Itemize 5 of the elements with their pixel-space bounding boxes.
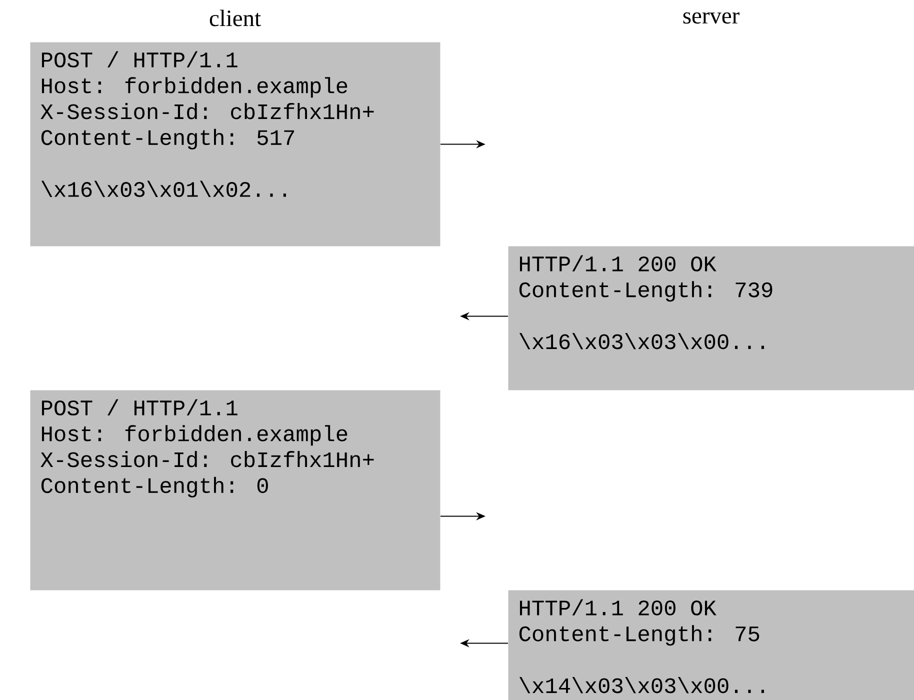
message-box: HTTP/1.1 200 OK Content-Length: 75 \x14\x03\x03\x00... [508, 590, 914, 700]
message-box: POST / HTTP/1.1 Host: forbidden.example X-Session-Id: cbIzfhx1Hn+ Content-Length: 0 [30, 390, 440, 590]
column-heading: server [683, 12, 740, 24]
message-box: POST / HTTP/1.1 Host: forbidden.example X-Session-Id: cbIzfhx1Hn+ Content-Length: 517 \x16\x03\x01\x02... [30, 42, 440, 246]
message-box: HTTP/1.1 200 OK Content-Length: 739 \x16\x03\x03\x00... [508, 246, 914, 390]
